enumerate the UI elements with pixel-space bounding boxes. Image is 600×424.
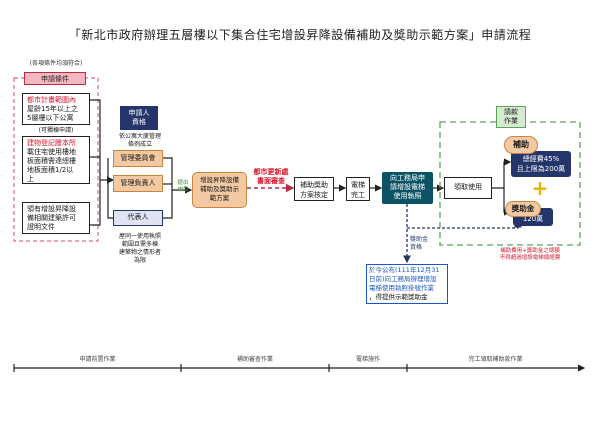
permit-line-3: 使用執照 — [393, 192, 422, 200]
stage-payment: 完工領取補助款作業 — [468, 356, 523, 363]
funds-tag: 請款 作業 — [496, 106, 526, 128]
subsidy-line-2: 且上限為200萬 — [516, 165, 566, 173]
applicant-note: 依公寓大廈管理 條例成立 — [108, 133, 172, 149]
rep-note-line-4: 為限 — [133, 257, 146, 264]
elevator-done-box: 電梯 完工 — [346, 177, 370, 201]
condition-1-line-1: 都市計畫範圍內 — [27, 96, 76, 104]
subsidy-line-1: 總經費45% — [522, 155, 560, 163]
rep-note-line-1: 屋同一使用執照 — [118, 233, 161, 240]
review-line-2: 書面審查 — [257, 177, 285, 185]
plan-box: 增設昇降設備 補助及獎助示 範方案 — [192, 172, 247, 208]
funds-note-line-1: 補助費用+獎助金之總額 — [500, 248, 560, 254]
stage-construction: 電梯施作 — [355, 356, 380, 363]
approval-line-1: 補助獎助 — [300, 181, 328, 189]
applicant-note-line-2: 條例成立 — [127, 141, 152, 148]
condition-3-line-3: 證明文件 — [27, 223, 55, 231]
representative-box: 代表人 — [113, 210, 163, 226]
stage-pre: 申請前置作業 — [79, 356, 116, 363]
receive-box: 領取使用 — [444, 177, 492, 199]
plan-line-3: 範方案 — [209, 194, 230, 202]
rep-note-line-2: 範圍且需多棟 — [121, 241, 158, 248]
deadline-line-1: 於今公布(111年12月31 — [369, 266, 440, 274]
condition-2-line-5: 上 — [27, 175, 34, 183]
plan-line-1: 增設昇降設備 — [200, 176, 239, 184]
committee-box: 管理委員會 — [113, 150, 163, 167]
deadline-line-2: 日前)向工務局辦理增設 — [369, 275, 437, 283]
subsidy-box: 總經費45% 且上限為200萬 — [511, 151, 571, 177]
award-label: 獎助金 — [505, 201, 541, 217]
funds-tag-line-1: 請款 — [504, 108, 518, 116]
condition-1-line-2: 屋齡15年以上之 — [27, 105, 78, 113]
funds-note: 補助費用+獎助金之總額 不得超過增設電梯總經費 — [470, 248, 590, 262]
elevator-line-2: 完工 — [351, 191, 365, 199]
submit-label: 提出 申請 — [174, 180, 192, 194]
review-label: 都市更新處 書面審查 — [250, 168, 292, 186]
qualify-line-2: 資格 — [410, 244, 423, 251]
condition-2-line-4: 地板面積1/2以 — [27, 166, 74, 174]
plan-line-2: 補助及獎助示 — [200, 185, 239, 193]
representative-note: 屋同一使用執照 範圍且需多棟 建築物之情形者 為限 — [108, 233, 172, 265]
condition-3-line-2: 備相關建築許可 — [27, 214, 76, 222]
diagram-title: 「新北市政府辦理五層樓以下集合住宅增設昇降設備補助及獎助示範方案」申請流程 — [68, 28, 532, 42]
conditions-tag: 申請條件 — [24, 72, 86, 85]
permit-box: 向工務局申 請增設電梯 使用執照 — [382, 172, 433, 204]
condition-1-note: (可獨棟申請) — [38, 127, 74, 134]
subsidy-label: 補助 — [504, 136, 538, 154]
rep-note-line-3: 建築物之情形者 — [118, 249, 161, 256]
qualify-label: 獎助金 資格 — [410, 236, 440, 252]
condition-3-line-1: 領有增設昇降設 — [27, 205, 76, 213]
applicant-tag-line-2: 資格 — [132, 118, 146, 126]
permit-line-1: 向工務局申 — [390, 174, 425, 182]
elevator-line-1: 電梯 — [351, 181, 365, 189]
conditions-note: (各項條件均須符合) — [29, 60, 83, 67]
deadline-line-3: 電梯使用執照掛號作業 — [369, 284, 434, 292]
applicant-tag: 申請人 資格 — [120, 106, 158, 130]
review-line-1: 都市更新處 — [253, 168, 289, 176]
condition-building-permit: 領有增設昇降設 備相關建築許可 證明文件 — [22, 202, 90, 234]
deadline-line-4: ，得提供示範獎助金 — [369, 293, 428, 301]
condition-2-line-2: 載住宅使用樓地 — [27, 148, 76, 156]
submit-line-2: 申請 — [177, 187, 189, 193]
qualify-line-1: 獎助金 — [410, 236, 429, 243]
deadline-box: 於今公布(111年12月31 日前)向工務局辦理增設 電梯使用執照掛號作業 ，得… — [366, 264, 448, 304]
submit-line-1: 提出 — [177, 180, 189, 186]
condition-2-line-1: 建物登記謄本所 — [27, 139, 76, 147]
funds-tag-line-2: 作業 — [504, 117, 518, 125]
manager-box: 管理負責人 — [113, 175, 163, 192]
applicant-note-line-1: 依公寓大廈管理 — [118, 133, 161, 140]
condition-1-line-3: 5層樓以下公寓 — [27, 114, 74, 122]
condition-2-line-3: 板面積需達總樓 — [27, 157, 76, 165]
funds-note-line-2: 不得超過增設電梯總經費 — [499, 255, 561, 261]
applicant-tag-line-1: 申請人 — [128, 109, 150, 117]
condition-urban-area: 都市計畫範圍內 屋齡15年以上之 5層樓以下公寓 — [22, 93, 90, 125]
permit-line-2: 請增設電梯 — [390, 183, 425, 191]
stage-review: 補助審查作業 — [236, 356, 273, 363]
condition-residential-area: 建物登記謄本所 載住宅使用樓地 板面積需達總樓 地板面積1/2以 上 — [22, 136, 90, 184]
plus-icon: + — [531, 176, 549, 200]
approval-line-2: 方案核定 — [300, 191, 328, 199]
approval-box: 補助獎助 方案核定 — [294, 177, 334, 201]
